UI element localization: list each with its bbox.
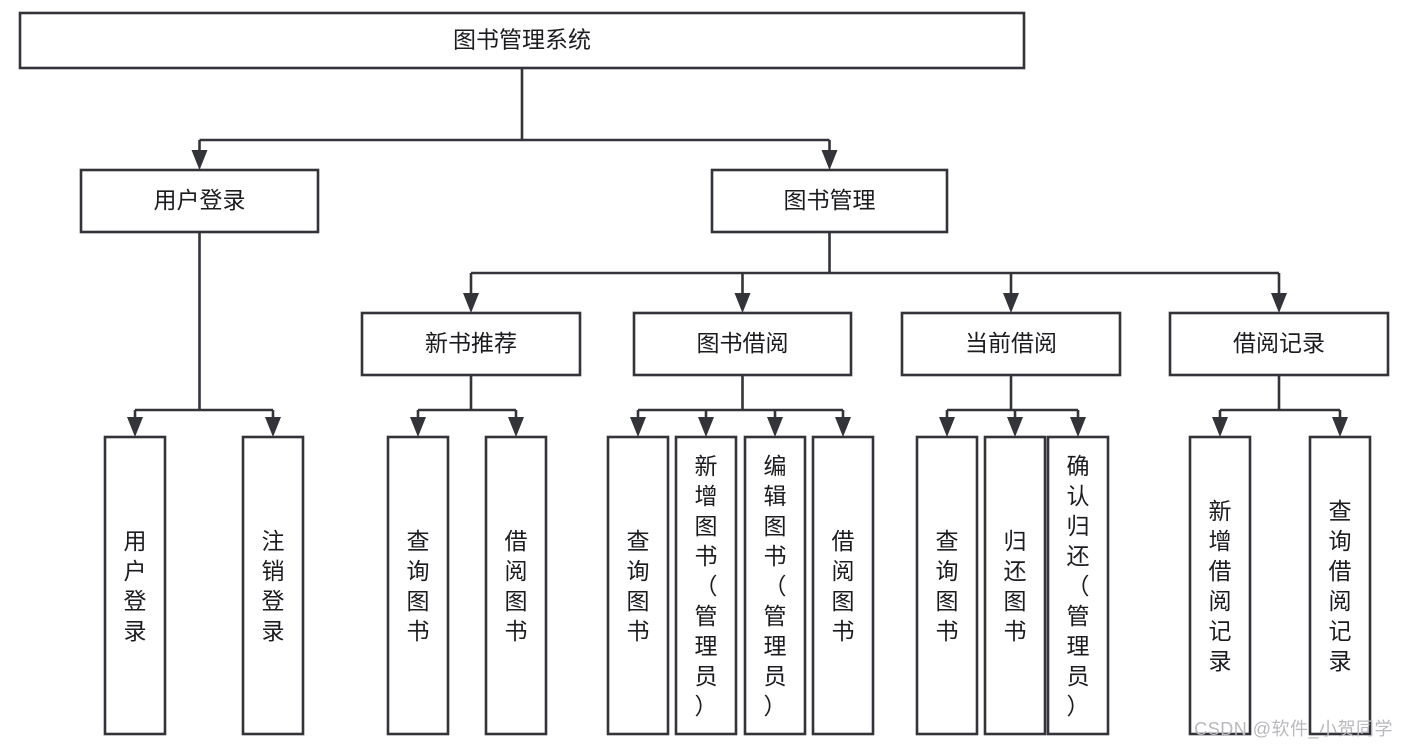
arrow-head-leaf-4 <box>630 417 646 437</box>
node-leaf-logout-1[interactable]: 注销登录 <box>241 435 305 736</box>
arrow-head-leaf-3 <box>508 417 524 437</box>
node-borrow-record-label: 借阅记录 <box>1233 330 1325 356</box>
node-leaf-confirm-return-admin-10-label: 确认归还（管理员） <box>1067 453 1090 719</box>
node-new-book-recommend-rect <box>360 311 582 377</box>
arrow-head-leaf-2 <box>410 417 426 437</box>
node-leaf-query-book-4[interactable]: 查询图书 <box>606 435 670 736</box>
node-book-management-system[interactable]: 图书管理系统 <box>18 11 1026 70</box>
arrow-head-level3-1 <box>734 293 751 313</box>
node-leaf-query-book-2-label: 查询图书 <box>407 528 430 644</box>
node-leaf-borrow-book-7-rect <box>811 435 875 736</box>
node-leaf-query-book-8-rect <box>915 435 979 736</box>
node-leaf-borrow-book-7[interactable]: 借阅图书 <box>811 435 875 736</box>
arrow-head-leaf-0 <box>127 417 143 437</box>
node-leaf-add-book-admin-5[interactable]: 新增图书（管理员） <box>674 435 738 736</box>
arrow-head-leaf-6 <box>767 417 783 437</box>
node-leaf-borrow-book-3-label: 借阅图书 <box>505 528 528 644</box>
arrow-head-leaf-10 <box>1070 417 1086 437</box>
node-borrow-record-rect <box>1168 311 1390 377</box>
node-leaf-query-book-4-label: 查询图书 <box>627 528 650 644</box>
arrow-head-level2-1 <box>821 150 838 170</box>
arrow-head-leaf-11 <box>1212 417 1228 437</box>
node-leaf-query-borrow-record-12-rect <box>1308 435 1372 736</box>
node-new-book-recommend[interactable]: 新书推荐 <box>360 311 582 377</box>
node-book-borrow-rect <box>632 311 853 377</box>
node-borrow-record[interactable]: 借阅记录 <box>1168 311 1390 377</box>
node-leaf-return-book-9-rect <box>983 435 1047 736</box>
node-leaf-add-book-admin-5-label: 新增图书（管理员） <box>695 453 718 719</box>
node-leaf-return-book-9-label: 归还图书 <box>1004 528 1027 644</box>
node-leaf-confirm-return-admin-10-rect <box>1046 435 1110 736</box>
arrow-head-leaf-8 <box>939 417 955 437</box>
node-leaf-query-borrow-record-12[interactable]: 查询借阅记录 <box>1308 435 1372 736</box>
node-leaf-user-login-0-rect <box>103 435 167 736</box>
node-user-login-rect <box>79 168 320 234</box>
arrow-head-leaf-5 <box>698 417 714 437</box>
node-leaf-add-borrow-record-11[interactable]: 新增借阅记录 <box>1188 435 1252 736</box>
node-leaf-add-borrow-record-11-rect <box>1188 435 1252 736</box>
csdn-watermark: CSDN @软件_小贺同学 <box>1194 719 1393 739</box>
node-leaf-confirm-return-admin-10[interactable]: 确认归还（管理员） <box>1046 435 1110 736</box>
arrow-head-leaf-9 <box>1007 417 1023 437</box>
node-current-borrow-rect <box>900 311 1122 377</box>
node-book-management[interactable]: 图书管理 <box>710 168 949 234</box>
node-user-login[interactable]: 用户登录 <box>79 168 320 234</box>
arrow-head-leaf-7 <box>835 417 851 437</box>
node-leaf-edit-book-admin-6[interactable]: 编辑图书（管理员） <box>743 435 807 736</box>
node-leaf-user-login-0[interactable]: 用户登录 <box>103 435 167 736</box>
node-leaf-return-book-9[interactable]: 归还图书 <box>983 435 1047 736</box>
node-leaf-query-borrow-record-12-label: 查询借阅记录 <box>1329 498 1352 674</box>
node-book-management-rect <box>710 168 949 234</box>
arrow-head-level3-0 <box>463 293 479 313</box>
arrow-head-leaf-12 <box>1332 417 1348 437</box>
node-leaf-query-book-8-label: 查询图书 <box>936 528 959 644</box>
node-leaf-add-book-admin-5-rect <box>674 435 738 736</box>
node-book-management-system-label: 图书管理系统 <box>453 27 591 53</box>
node-leaf-borrow-book-3[interactable]: 借阅图书 <box>484 435 548 736</box>
node-leaf-query-book-8[interactable]: 查询图书 <box>915 435 979 736</box>
node-leaf-edit-book-admin-6-label: 编辑图书（管理员） <box>764 453 787 719</box>
connector-lines-group <box>127 68 1348 437</box>
node-leaf-user-login-0-label: 用户登录 <box>124 528 147 644</box>
node-book-management-label: 图书管理 <box>784 187 876 213</box>
node-current-borrow-label: 当前借阅 <box>965 330 1057 356</box>
node-leaf-add-borrow-record-11-label: 新增借阅记录 <box>1209 498 1232 674</box>
node-leaf-edit-book-admin-6-rect <box>743 435 807 736</box>
node-leaf-logout-1-rect <box>241 435 305 736</box>
arrow-head-level3-3 <box>1271 293 1287 313</box>
node-boxes-group: 图书管理系统用户登录图书管理新书推荐图书借阅当前借阅借阅记录用户登录注销登录查询… <box>18 11 1390 736</box>
node-leaf-query-book-2-rect <box>386 435 450 736</box>
node-leaf-borrow-book-3-rect <box>484 435 548 736</box>
node-leaf-query-book-4-rect <box>606 435 670 736</box>
node-user-login-label: 用户登录 <box>154 187 246 213</box>
arrow-head-level2-0 <box>191 150 208 170</box>
arrow-head-level3-2 <box>1003 293 1019 313</box>
node-current-borrow[interactable]: 当前借阅 <box>900 311 1122 377</box>
node-new-book-recommend-label: 新书推荐 <box>425 330 517 356</box>
node-book-borrow-label: 图书借阅 <box>697 330 789 356</box>
node-leaf-query-book-2[interactable]: 查询图书 <box>386 435 450 736</box>
node-leaf-logout-1-label: 注销登录 <box>262 528 285 644</box>
node-leaf-borrow-book-7-label: 借阅图书 <box>832 528 855 644</box>
node-book-borrow[interactable]: 图书借阅 <box>632 311 853 377</box>
arrow-head-leaf-1 <box>265 417 281 437</box>
node-book-management-system-rect <box>18 11 1026 70</box>
